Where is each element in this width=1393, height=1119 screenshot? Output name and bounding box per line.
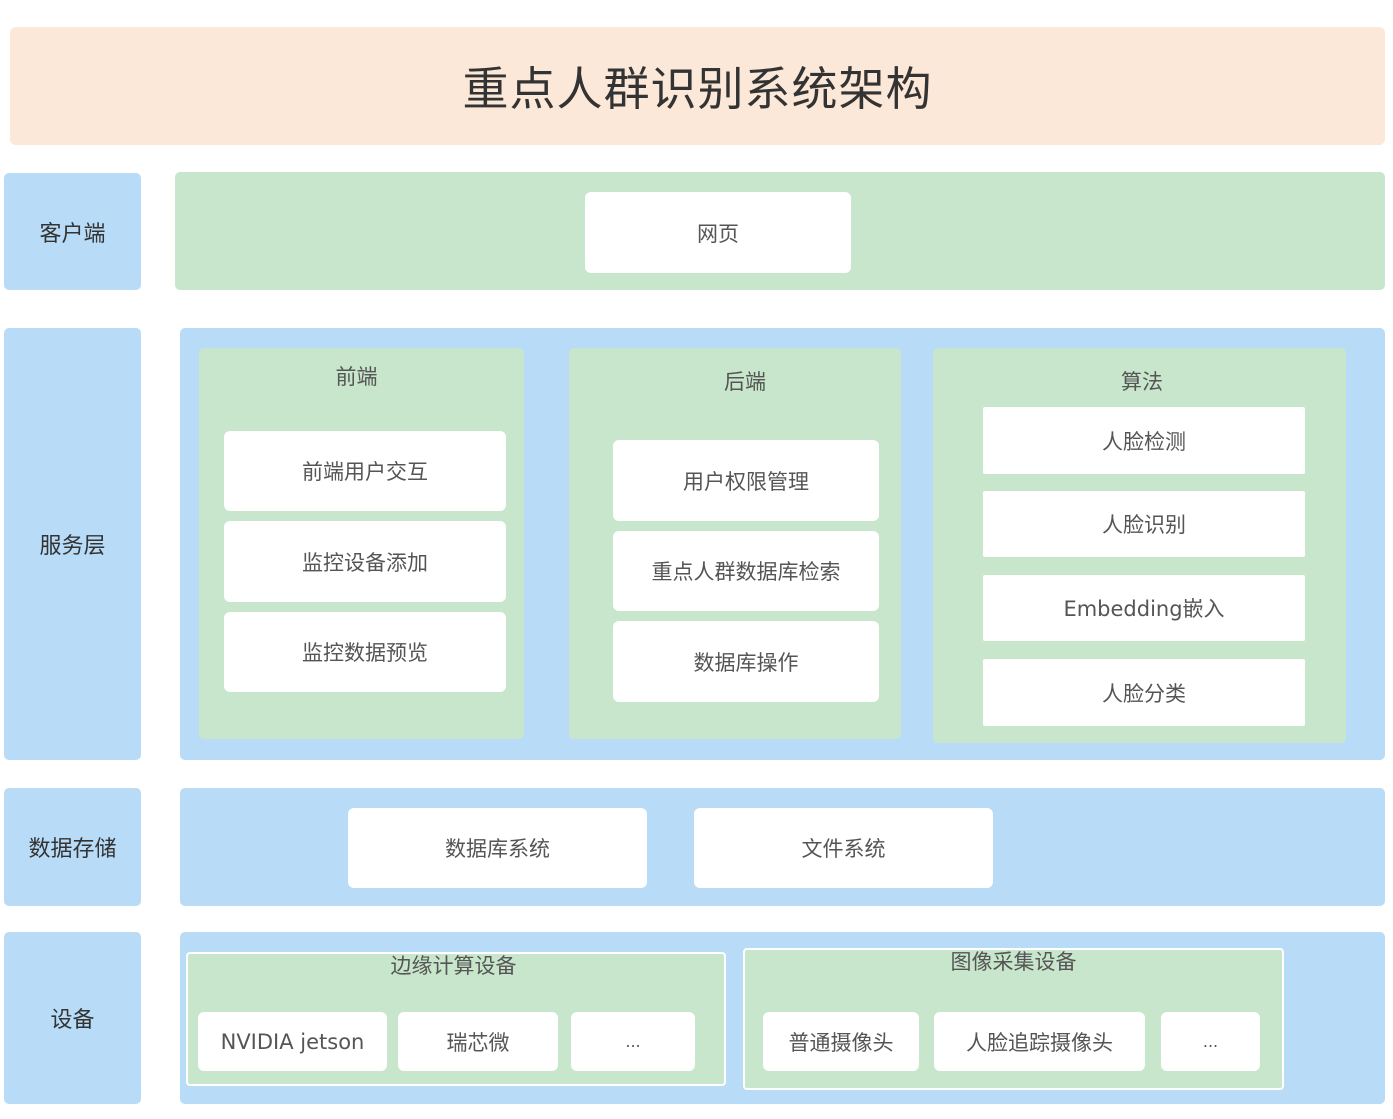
backend-item-permission: 用户权限管理 (613, 440, 879, 521)
edge-device-title: 边缘计算设备 (390, 954, 517, 978)
storage-item-file-system: 文件系统 (694, 808, 993, 888)
layer-label-service: 服务层 (4, 328, 141, 760)
layer-label-device: 设备 (4, 932, 141, 1104)
backend-item-db-operation: 数据库操作 (613, 621, 879, 702)
algorithm-item-embedding: Embedding嵌入 (983, 575, 1305, 641)
algorithm-title: 算法 (1121, 370, 1163, 394)
client-item-webpage: 网页 (585, 192, 851, 273)
edge-item-nvidia-jetson: NVIDIA jetson (198, 1012, 387, 1071)
layer-label-storage: 数据存储 (4, 788, 141, 906)
storage-item-database-system: 数据库系统 (348, 808, 647, 888)
backend-title: 后端 (724, 370, 766, 394)
frontend-item-add-device: 监控设备添加 (224, 521, 506, 602)
frontend-item-user-interaction: 前端用户交互 (224, 431, 506, 511)
edge-item-more: ... (571, 1012, 695, 1071)
diagram-title: 重点人群识别系统架构 (10, 27, 1385, 145)
algorithm-item-face-recognition: 人脸识别 (983, 491, 1305, 557)
capture-device-title: 图像采集设备 (950, 950, 1077, 974)
backend-item-db-search: 重点人群数据库检索 (613, 531, 879, 611)
algorithm-item-face-detection: 人脸检测 (983, 407, 1305, 474)
capture-item-more: ... (1161, 1012, 1260, 1071)
layer-label-client: 客户端 (4, 173, 141, 290)
capture-item-normal-camera: 普通摄像头 (763, 1012, 919, 1071)
algorithm-item-face-classification: 人脸分类 (983, 659, 1305, 726)
frontend-title: 前端 (335, 365, 378, 389)
capture-item-face-tracking-camera: 人脸追踪摄像头 (934, 1012, 1145, 1071)
frontend-item-preview: 监控数据预览 (224, 612, 506, 692)
edge-item-rockchip: 瑞芯微 (398, 1012, 558, 1071)
